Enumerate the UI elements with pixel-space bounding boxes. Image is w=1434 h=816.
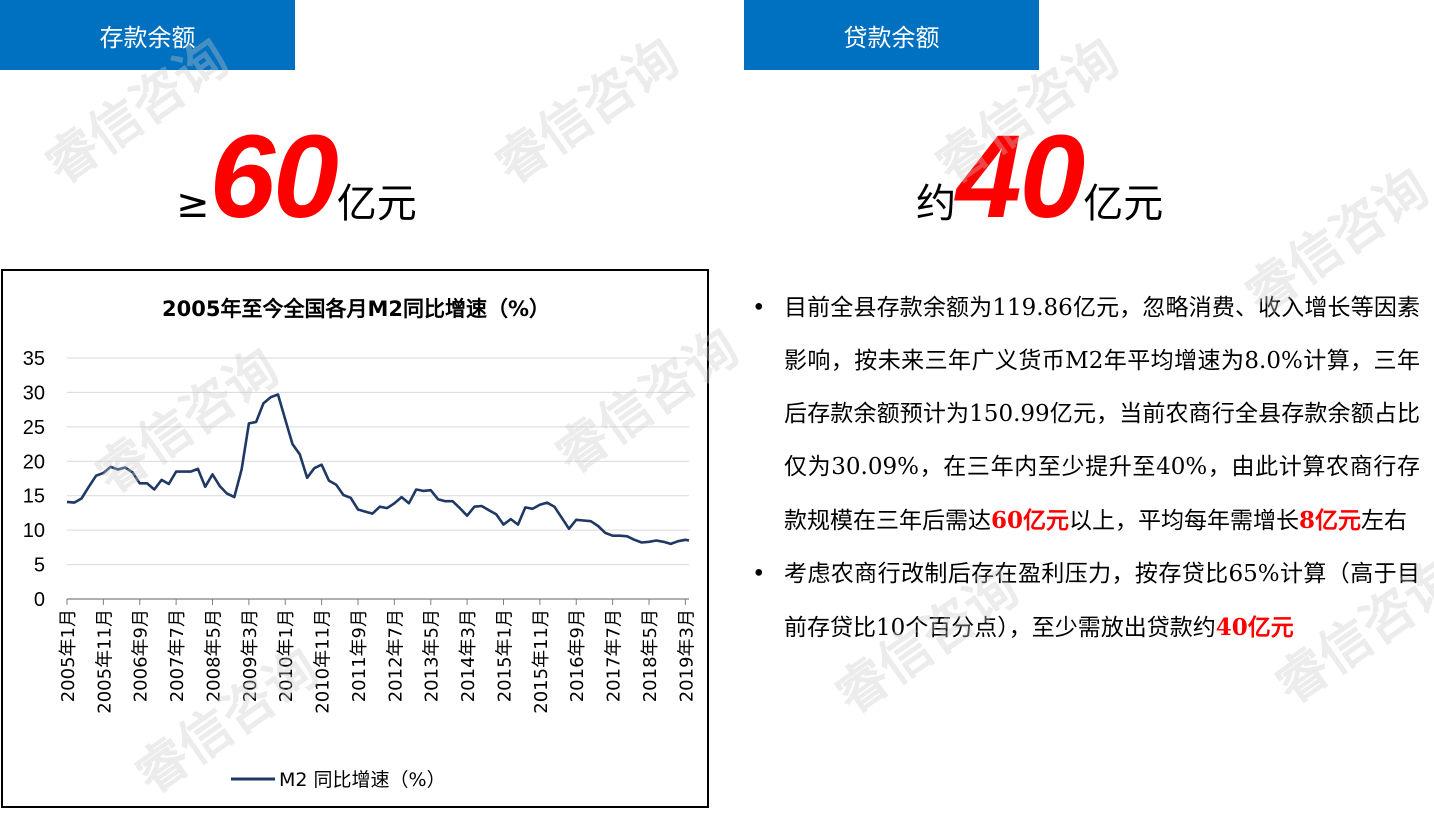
y-tick-label: 30 (23, 382, 45, 404)
highlight-figure: 60亿元 (991, 507, 1070, 534)
x-tick-label: 2012年7月 (385, 609, 406, 702)
x-tick-label: 2017年7月 (604, 609, 625, 702)
bullet-dot-icon: • (752, 295, 766, 321)
x-tick-label: 2007年7月 (167, 609, 188, 702)
loan-stat-prefix: 约 (916, 181, 956, 227)
x-tick-label: 2014年3月 (458, 609, 479, 702)
analysis-bullet-list: • 目前全县存款余额为119.86亿元，忽略消费、收入增长等因素影响，按未来三年广… (752, 282, 1420, 655)
x-tick-label: 2005年1月 (58, 609, 79, 702)
loan-stat-value: 40 (956, 111, 1085, 243)
bullet-text: 目前全县存款余额为119.86亿元，忽略消费、收入增长等因素影响，按未来三年广义… (784, 295, 1420, 534)
chart-title: 2005年至今全国各月M2同比增速（%） (162, 297, 550, 321)
deposit-balance-tab-label: 存款余额 (99, 23, 196, 52)
bullet-text: 以上，平均每年需增长 (1069, 508, 1300, 534)
deposit-stat-unit: 亿元 (336, 181, 417, 227)
watermark: 睿信咨询 (484, 27, 690, 197)
loan-stat-unit: 亿元 (1083, 181, 1164, 227)
y-tick-label: 5 (34, 555, 45, 577)
highlight-figure: 40亿元 (1215, 614, 1294, 641)
x-tick-label: 2009年3月 (240, 609, 261, 702)
x-tick-label: 2010年1月 (276, 609, 297, 702)
highlight-figure: 8亿元 (1299, 507, 1362, 534)
deposit-target-stat: ≥ 60 亿元 (176, 118, 417, 238)
m2-growth-series-line (66, 393, 690, 546)
deposit-balance-tab: 存款余额 (0, 0, 295, 70)
legend-label: M2 同比增速（%） (279, 769, 446, 791)
y-tick-label: 35 (23, 348, 45, 370)
x-tick-label: 2019年3月 (676, 609, 697, 702)
y-tick-label: 0 (34, 589, 45, 611)
bullet-text: 左右 (1361, 508, 1408, 534)
x-tick-label: 2015年11月 (531, 609, 552, 714)
m2-chart-svg: 2005年至今全国各月M2同比增速（%） 0 5 10 15 20 25 30 35 2005年1… (23, 297, 698, 791)
x-tick-label: 2016年9月 (567, 609, 588, 702)
bullet-item: • 考虑农商行改制后存在盈利压力，按存贷比65%计算（高于目前存贷比10个百分点）… (752, 548, 1420, 655)
x-tick-label: 2015年1月 (494, 609, 515, 702)
x-tick-label: 2010年11月 (313, 609, 334, 714)
x-tick-label: 2008年5月 (203, 609, 224, 702)
m2-growth-chart: 2005年至今全国各月M2同比增速（%） 0 5 10 15 20 25 30 35 2005年1… (1, 269, 709, 808)
loan-target-stat: 约 40 亿元 (916, 118, 1163, 238)
bullet-dot-icon: • (752, 561, 766, 587)
x-tick-label: 2006年9月 (131, 609, 152, 702)
y-tick-label: 15 (23, 486, 45, 508)
deposit-stat-value: 60 (209, 111, 339, 243)
y-tick-label: 10 (23, 520, 45, 542)
y-tick-label: 20 (23, 451, 45, 473)
x-tick-label: 2011年9月 (349, 609, 370, 702)
x-tick-label: 2005年11月 (94, 609, 115, 714)
bullet-text: 考虑农商行改制后存在盈利压力，按存贷比65%计算（高于目前存贷比10个百分点），… (784, 561, 1420, 641)
x-tick-label: 2018年5月 (640, 609, 661, 702)
bullet-item: • 目前全县存款余额为119.86亿元，忽略消费、收入增长等因素影响，按未来三年广… (752, 282, 1420, 548)
deposit-stat-prefix: ≥ (176, 181, 210, 227)
y-tick-label: 25 (23, 417, 45, 439)
x-tick-label: 2013年5月 (422, 609, 443, 702)
loan-balance-tab-label: 贷款余额 (843, 23, 940, 52)
loan-balance-tab: 贷款余额 (744, 0, 1039, 70)
